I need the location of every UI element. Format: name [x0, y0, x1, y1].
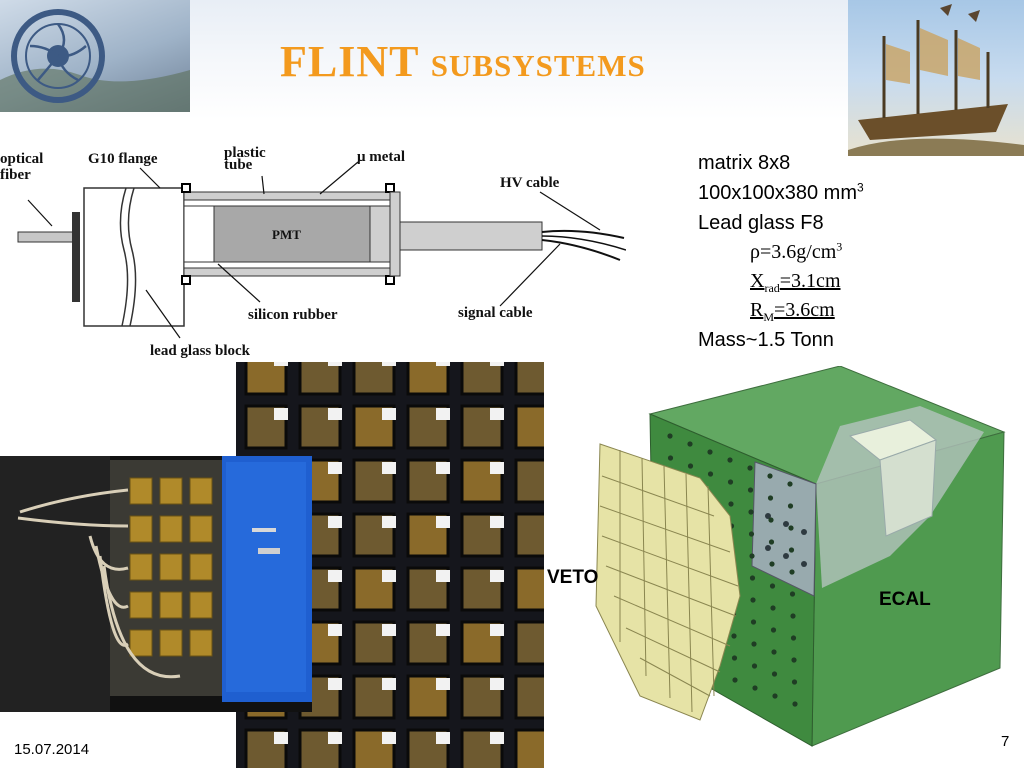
label-mu-metal: μ metal — [357, 149, 406, 165]
ecal-veto-illustration — [580, 365, 1024, 756]
spec-radiation-length: Xrad=3.1cm — [750, 270, 841, 295]
specs-list: matrix 8x8 100x100x380 mm3 Lead glass F8… — [698, 148, 864, 355]
label-lead-glass-block: lead glass block — [150, 343, 251, 359]
label-silicon-rubber: silicon rubber — [248, 307, 338, 323]
title-main: FLINT — [280, 37, 419, 86]
spec-dimensions: 100x100x380 mm3 — [698, 180, 864, 204]
institute-logo — [0, 0, 190, 112]
label-signal-cable: signal cable — [458, 305, 533, 321]
label-optical-fiber-line1: optical — [0, 151, 44, 167]
label-plastic-tube-line1: plastic — [224, 145, 266, 161]
ecal-label: ECAL — [879, 589, 931, 610]
title-rest: subsystems — [430, 37, 646, 86]
spec-glass: Lead glass F8 — [698, 212, 824, 234]
label-hv-cable: HV cable — [500, 175, 560, 191]
spec-matrix: matrix 8x8 — [698, 152, 791, 174]
electronics-box-photo — [0, 456, 312, 712]
veto-label: VETO — [547, 567, 599, 588]
label-optical-fiber-line2: fiber — [0, 167, 31, 183]
page-number: 7 — [1001, 733, 1010, 750]
spec-density: ρ=3.6g/cm3 — [750, 239, 843, 263]
pmt-diagram: optical fiber G10 flange plastic tube μ … — [0, 140, 626, 362]
slide-title: FLINT subsystems — [280, 36, 646, 87]
label-plastic-tube-line2: tube — [224, 157, 253, 173]
label-g10-flange: G10 flange — [88, 151, 158, 167]
spec-moliere-radius: RM=3.6cm — [750, 299, 835, 324]
spec-mass: Mass~1.5 Tonn — [698, 329, 834, 351]
label-pmt: PMT — [272, 227, 301, 242]
footer-date: 15.07.2014 — [14, 741, 90, 758]
ship-photo — [848, 0, 1024, 156]
